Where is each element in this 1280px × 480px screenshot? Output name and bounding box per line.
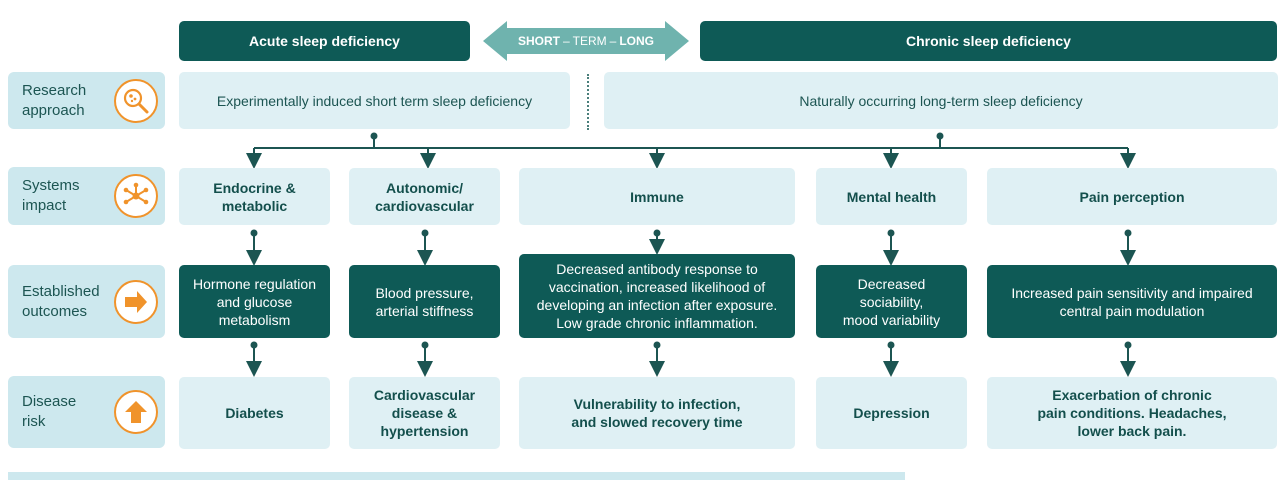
risk-chronic-pain: Exacerbation of chronic pain conditions.… xyxy=(987,377,1277,449)
risk-cardiovascular: Cardiovascular disease & hypertension xyxy=(349,377,500,449)
risk-chronic-pain-text: Exacerbation of chronic pain conditions.… xyxy=(1037,387,1227,439)
outcome-endocrine: Hormone regulation and glucose metabolis… xyxy=(179,265,330,338)
approach-divider xyxy=(587,74,589,130)
risk-diabetes-text: Diabetes xyxy=(225,405,284,421)
arrow-term-text: TERM xyxy=(572,34,607,48)
arrow-long-text: LONG xyxy=(619,34,655,48)
system-pain-perception: Pain perception xyxy=(987,168,1277,225)
acute-header: Acute sleep deficiency xyxy=(179,21,470,61)
short-term-long-label: SHORT – TERM – LONG xyxy=(483,21,689,61)
outcome-immune: Decreased antibody response to vaccinati… xyxy=(519,254,795,338)
row-label-risk: Disease risk xyxy=(8,376,165,448)
risk-depression-text: Depression xyxy=(853,405,930,421)
arrow-right-icon xyxy=(114,279,158,324)
outcome-mental-health: Decreased sociability, mood variability xyxy=(816,265,967,338)
established-outcomes-label: Established outcomes xyxy=(22,282,100,320)
outcome-autonomic-text: Blood pressure, arterial stiffness xyxy=(375,284,474,319)
system-autonomic: Autonomic/ cardiovascular xyxy=(349,168,500,225)
risk-infection: Vulnerability to infection, and slowed r… xyxy=(519,377,795,449)
arrow-short-text: SHORT xyxy=(517,34,560,48)
magnifier-bacteria-icon xyxy=(114,78,158,123)
approach-chronic-text: Naturally occurring long-term sleep defi… xyxy=(799,92,1083,109)
system-pain-perception-text: Pain perception xyxy=(1079,188,1185,205)
outcome-pain-perception-text: Increased pain sensitivity and impaired … xyxy=(1011,284,1253,319)
arrow-dash-1: – xyxy=(562,34,570,48)
chronic-header-label: Chronic sleep deficiency xyxy=(906,33,1071,49)
systems-impact-label: Systems impact xyxy=(22,177,80,214)
outcome-immune-text: Decreased antibody response to vaccinati… xyxy=(536,261,778,331)
system-endocrine-text: Endocrine & metabolic xyxy=(213,179,296,214)
risk-depression: Depression xyxy=(816,377,967,449)
system-immune-text: Immune xyxy=(630,188,684,205)
disease-risk-label: Disease risk xyxy=(22,393,77,430)
outcome-mental-health-text: Decreased sociability, mood variability xyxy=(842,275,941,328)
system-autonomic-text: Autonomic/ cardiovascular xyxy=(375,179,474,214)
arrow-up-icon xyxy=(114,390,158,434)
approach-acute-text: Experimentally induced short term sleep … xyxy=(216,92,533,109)
system-immune: Immune xyxy=(519,168,795,225)
research-approach-label: Research approach xyxy=(22,81,87,119)
risk-infection-text: Vulnerability to infection, and slowed r… xyxy=(571,396,743,430)
approach-chronic: Naturally occurring long-term sleep defi… xyxy=(604,72,1278,129)
row-label-systems: Systems impact xyxy=(8,167,165,225)
system-mental-health-text: Mental health xyxy=(846,188,937,205)
risk-cardiovascular-text: Cardiovascular disease & hypertension xyxy=(373,387,476,439)
row-label-research: Research approach xyxy=(8,72,165,129)
outcome-autonomic: Blood pressure, arterial stiffness xyxy=(349,265,500,338)
chronic-header: Chronic sleep deficiency xyxy=(700,21,1277,61)
outcome-endocrine-text: Hormone regulation and glucose metabolis… xyxy=(193,275,316,328)
risk-diabetes: Diabetes xyxy=(179,377,330,449)
network-nodes-icon xyxy=(114,174,158,218)
arrow-dash-2: – xyxy=(609,34,617,48)
system-mental-health: Mental health xyxy=(816,168,967,225)
system-endocrine: Endocrine & metabolic xyxy=(179,168,330,225)
outcome-pain-perception: Increased pain sensitivity and impaired … xyxy=(987,265,1277,338)
row-label-outcomes: Established outcomes xyxy=(8,265,165,338)
bottom-strip xyxy=(8,472,905,480)
approach-acute: Experimentally induced short term sleep … xyxy=(179,72,570,129)
acute-header-label: Acute sleep deficiency xyxy=(249,33,400,49)
short-long-arrow xyxy=(483,21,689,61)
